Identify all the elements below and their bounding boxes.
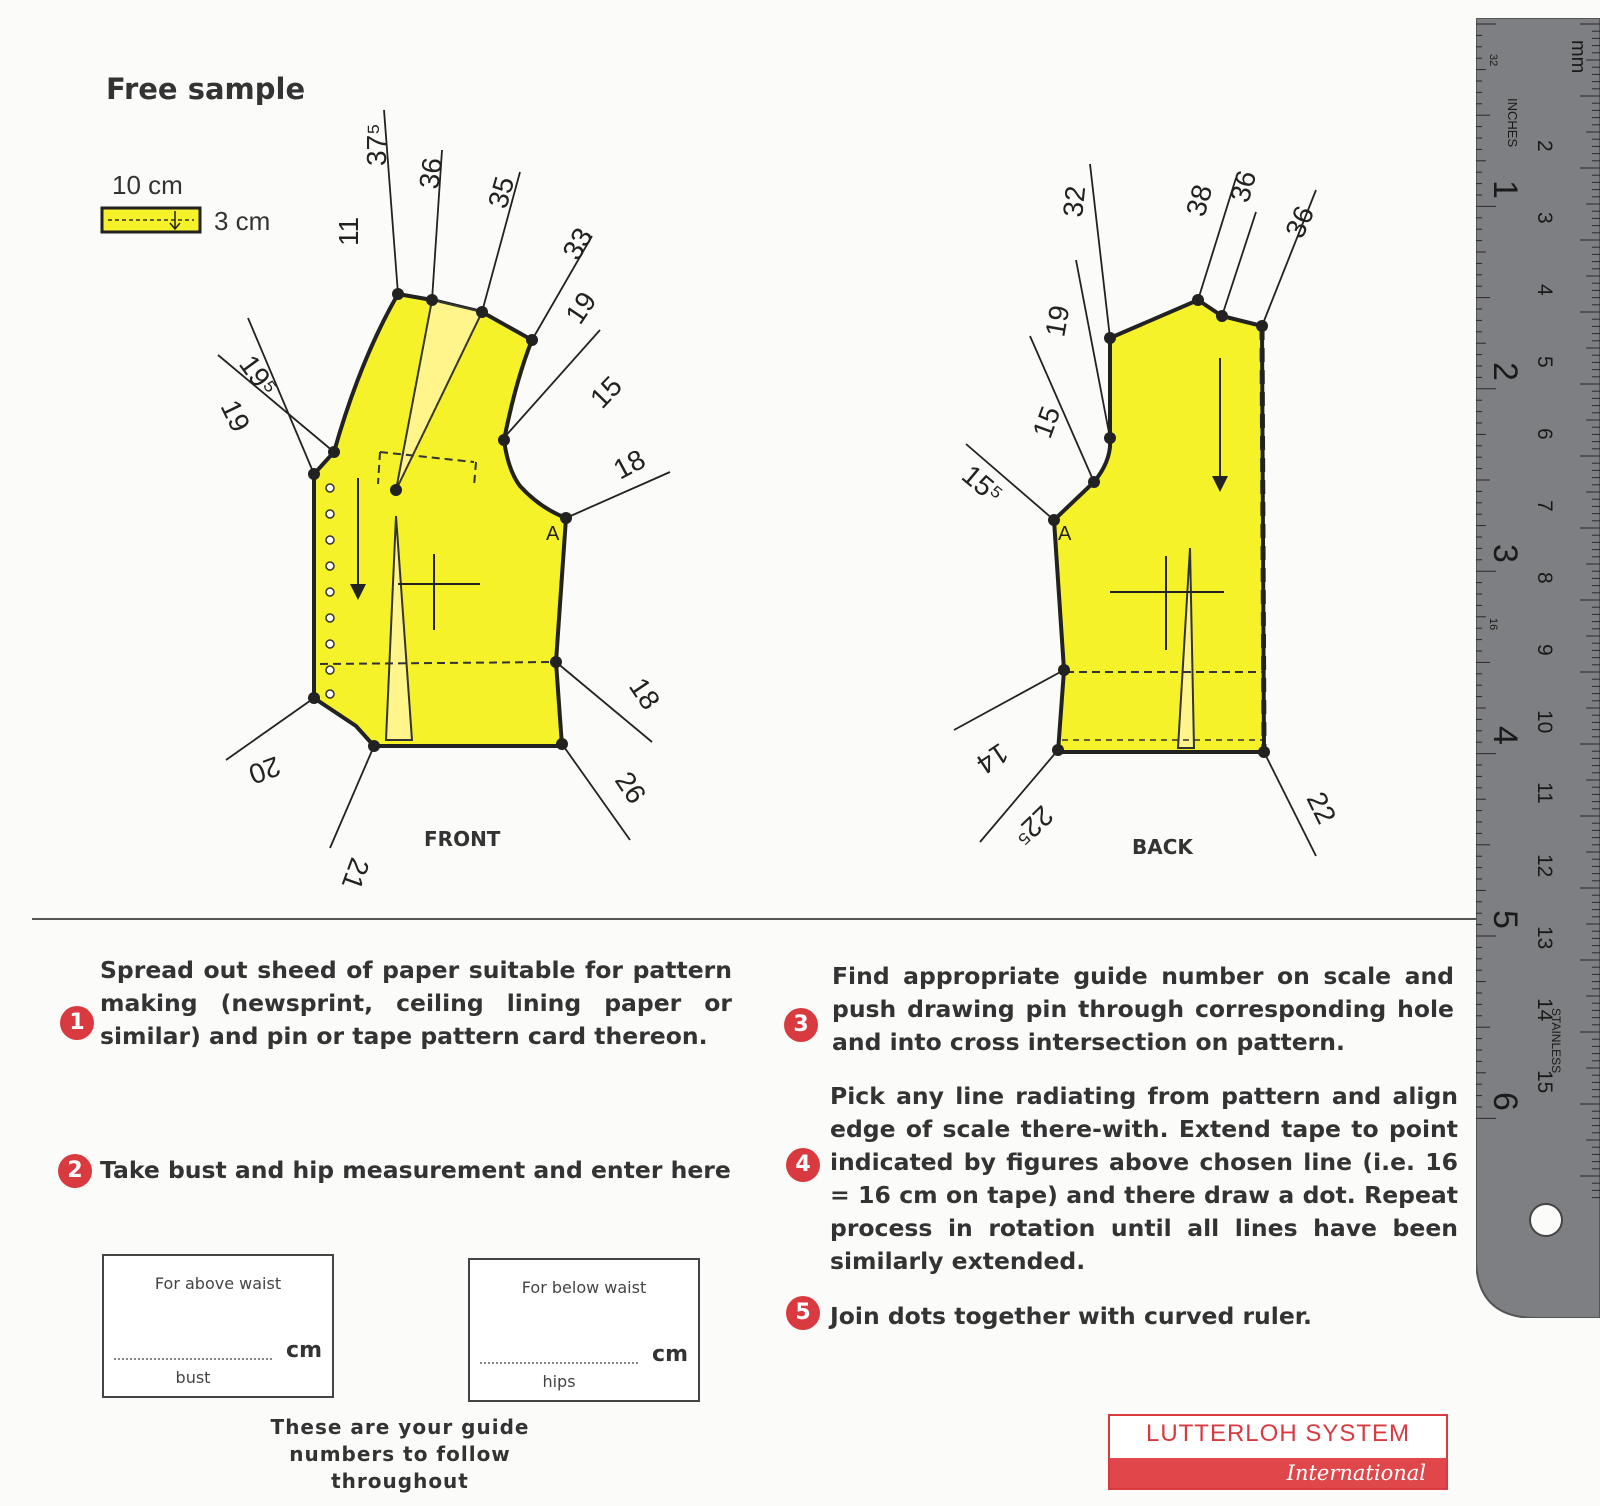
ruler-cm-5: 5	[1533, 356, 1556, 368]
ruler-cm-4: 4	[1533, 284, 1556, 296]
front-num-33: 33	[556, 223, 598, 265]
bust-measure-box[interactable]: For above waist cm bust	[102, 1254, 334, 1398]
front-num-18a: 18	[608, 443, 650, 485]
hips-sub-label: hips	[542, 1372, 576, 1391]
front-num-35: 35	[482, 173, 520, 211]
back-pattern-piece	[1051, 297, 1267, 754]
ruler-stainless-label: STAINLESS	[1549, 1008, 1563, 1073]
hips-unit: cm	[652, 1342, 688, 1367]
bust-unit: cm	[286, 1338, 322, 1363]
scale-width-label: 10 cm	[112, 170, 183, 200]
logo-top-text: LUTTERLOH SYSTEM	[1145, 1420, 1411, 1447]
back-num-22-5: 22⁵	[1007, 800, 1059, 852]
front-num-11: 11	[333, 217, 364, 246]
back-label: BACK	[1132, 835, 1194, 859]
front-num-36: 36	[413, 156, 448, 191]
ruler-cm-10: 10	[1533, 710, 1556, 733]
ruler-cm-11: 11	[1533, 782, 1556, 804]
back-num-38: 38	[1180, 181, 1218, 219]
ruler-cm-13: 13	[1533, 926, 1556, 949]
back-notch: A	[1058, 523, 1072, 545]
front-num-19-5: 19⁵	[233, 349, 283, 402]
ruler-cm-9: 9	[1533, 644, 1556, 656]
front-pattern-piece	[312, 291, 569, 748]
ruler-cm-14: 14	[1533, 998, 1556, 1022]
logo-bottom-text: International	[1110, 1458, 1446, 1488]
ruler-cm-15: 15	[1533, 1070, 1556, 1093]
ruler-cm-12: 12	[1533, 854, 1556, 877]
ruler-inch-1: 1	[1486, 180, 1524, 199]
ruler-inch-6: 6	[1486, 1092, 1524, 1111]
back-num-22: 22	[1301, 787, 1343, 829]
step-4-text: Pick any line radiating from pattern and…	[830, 1082, 1458, 1275]
back-num-36b: 36	[1279, 201, 1320, 242]
step-4-badge: 4	[786, 1148, 820, 1182]
ruler-cm-8: 8	[1533, 572, 1556, 584]
bust-entry-line[interactable]	[114, 1358, 272, 1360]
front-notch: A	[546, 523, 560, 545]
ruler-cm-3: 3	[1533, 212, 1556, 224]
ruler-mm-label: mm	[1567, 40, 1589, 73]
bust-sub-label: bust	[175, 1368, 211, 1387]
back-num-32: 32	[1057, 184, 1091, 218]
front-num-20: 20	[245, 750, 285, 790]
front-num-37: 37⁵	[361, 123, 392, 166]
hips-measure-box[interactable]: For below waist cm hips	[468, 1258, 700, 1402]
front-num-19b: 19	[215, 395, 257, 437]
front-num-18b: 18	[623, 672, 666, 715]
ruler-cm-7: 7	[1533, 500, 1556, 512]
ruler-inch-3: 3	[1486, 544, 1524, 563]
back-num-15: 15	[1027, 402, 1067, 442]
front-num-26: 26	[609, 766, 652, 809]
step-1-badge: 1	[60, 1006, 94, 1040]
front-label: FRONT	[424, 827, 501, 851]
ruler-inch-2: 2	[1486, 362, 1524, 381]
step-2-badge: 2	[58, 1154, 92, 1188]
scale-height-label: 3 cm	[214, 206, 270, 236]
ruler-hang-hole	[1529, 1203, 1563, 1237]
front-num-19a: 19	[559, 286, 602, 329]
step-5-badge: 5	[786, 1296, 820, 1330]
back-num-14: 14	[971, 737, 1014, 780]
ruler-inch-5: 5	[1486, 910, 1524, 929]
step-3-badge: 3	[784, 1008, 818, 1042]
step-5-text: Join dots together with curved ruler.	[830, 1302, 1312, 1330]
back-num-19: 19	[1039, 303, 1075, 339]
pattern-diagrams: 10 cm 3 cm A 11	[100, 109, 1343, 894]
step-2-text: Take bust and hip measurement and enter …	[100, 1156, 731, 1184]
front-num-15: 15	[584, 370, 628, 414]
front-num-21: 21	[336, 854, 376, 894]
steel-ruler: mm INCHES 32 16 STAINLESS 1 2 3 4 5 6 2 …	[1476, 18, 1600, 1318]
hips-entry-line[interactable]	[480, 1362, 638, 1364]
lutterloh-logo: LUTTERLOH SYSTEM International	[1108, 1414, 1448, 1490]
ruler-cm-2: 2	[1533, 140, 1556, 152]
step-1-text: Spread out sheed of paper suitable for p…	[100, 956, 732, 1050]
step-3-text: Find appropriate guide number on scale a…	[832, 962, 1454, 1056]
ruler-frac-16: 16	[1487, 618, 1499, 630]
bust-box-caption: For above waist	[154, 1274, 282, 1293]
ruler-cm-6: 6	[1533, 428, 1556, 440]
guide-note: These are your guide numbers to follow t…	[270, 1415, 530, 1493]
section-divider	[32, 918, 1480, 920]
back-num-15-5: 15⁵	[956, 459, 1009, 510]
ruler-inches-label: INCHES	[1505, 98, 1520, 147]
ruler-inch-4: 4	[1486, 726, 1524, 745]
ruler-frac-32: 32	[1487, 54, 1499, 66]
page-title: Free sample	[106, 72, 306, 106]
hips-box-caption: For below waist	[521, 1278, 647, 1297]
